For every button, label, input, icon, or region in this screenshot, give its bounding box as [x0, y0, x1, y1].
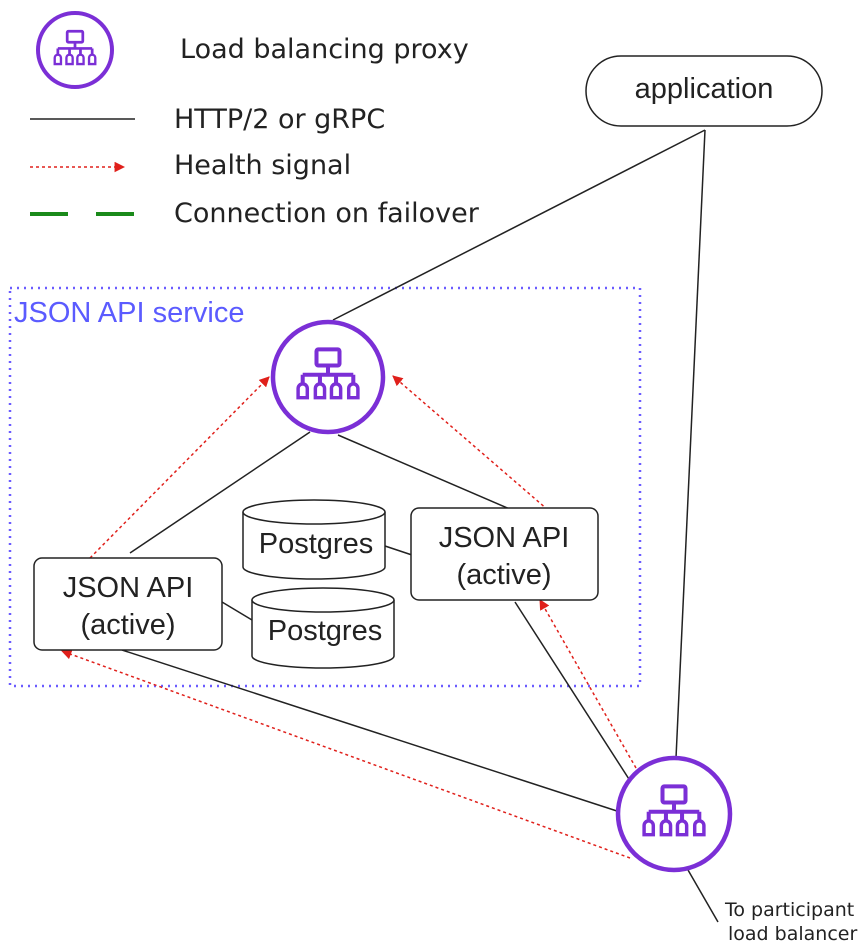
legend-http-label: HTTP/2 or gRPC [174, 104, 385, 135]
json-api-left-line2: (active) [80, 609, 175, 641]
json-api-right-line1: JSON API [439, 522, 570, 554]
health-bottom-proxy-to-right-api [539, 599, 637, 769]
application-node: application [585, 55, 823, 127]
line-left-api-to-postgres-bottom [221, 601, 253, 621]
health-right-api-to-proxy [392, 375, 549, 511]
service-proxy-icon [270, 319, 386, 435]
health-bottom-proxy-to-left-api [61, 649, 631, 859]
health-signals [61, 375, 637, 859]
line-to-participant-lb [687, 869, 719, 923]
postgres-bottom-label: Postgres [268, 615, 382, 647]
health-left-api-to-proxy [89, 376, 270, 559]
legend: Load balancing proxy HTTP/2 or gRPC Heal… [30, 11, 480, 229]
legend-proxy-label: Load balancing proxy [180, 34, 469, 65]
participant-note-line1: To participant [724, 899, 854, 921]
json-api-left: JSON API (active) [33, 557, 223, 651]
application-label: application [635, 73, 774, 105]
json-api-left-line1: JSON API [63, 572, 194, 604]
line-proxy-to-left-api [129, 431, 311, 554]
participant-proxy-icon [615, 755, 733, 873]
http-connections [121, 129, 719, 923]
json-api-service-label: JSON API service [14, 297, 244, 329]
json-api-right: JSON API (active) [410, 507, 599, 601]
line-postgres-top-to-right-api [384, 545, 413, 556]
participant-note-line2: load balancer [728, 923, 857, 943]
line-application-to-bottom-proxy [675, 129, 706, 759]
line-left-api-to-bottom-proxy [121, 649, 621, 813]
legend-failover-label: Connection on failover [174, 198, 480, 229]
json-api-right-line2: (active) [456, 559, 551, 591]
line-proxy-to-application [332, 129, 706, 321]
legend-proxy-icon [36, 11, 114, 89]
line-proxy-to-right-api [337, 434, 513, 511]
legend-health-label: Health signal [174, 150, 351, 181]
postgres-bottom: Postgres [251, 587, 395, 669]
postgres-top-label: Postgres [259, 528, 373, 560]
postgres-top: Postgres [242, 499, 386, 580]
line-right-api-to-bottom-proxy [514, 601, 637, 791]
json-api-service-boundary [8, 286, 642, 688]
